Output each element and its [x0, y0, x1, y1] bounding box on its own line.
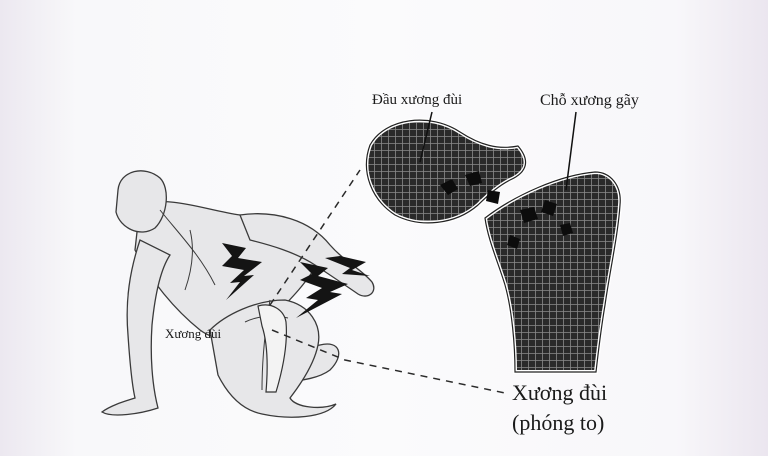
enlarged-thigh-bone-caption: Xương đùi (phóng to) [512, 378, 607, 438]
enlarged-caption-line1: Xương đùi [512, 378, 607, 408]
thigh-bone-label: Xương đùi [165, 326, 221, 342]
fracture-site-label: Chỗ xương gãy [540, 92, 639, 110]
femur-enlarged-section [366, 120, 620, 372]
femoral-head-label: Đầu xương đùi [372, 92, 462, 109]
enlarged-caption-line2: (phóng to) [512, 408, 607, 438]
